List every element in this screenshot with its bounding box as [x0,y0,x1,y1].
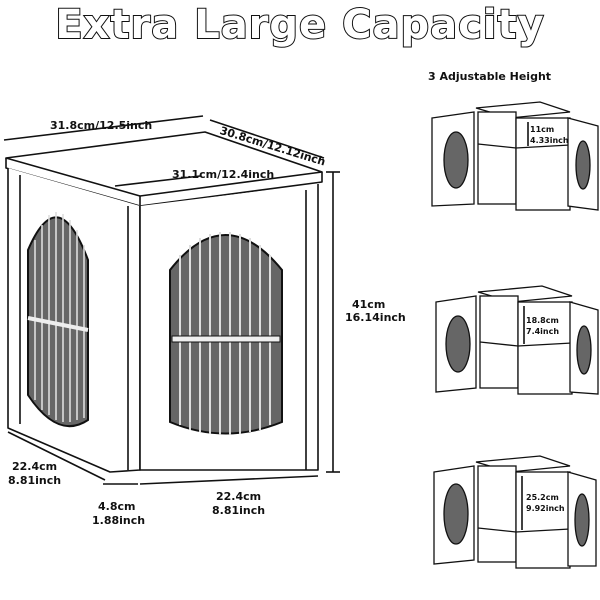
option-2-cm: 18.8cm [526,316,559,325]
height-inch-label: 16.14inch [345,311,406,324]
left-face-cm-label: 22.4cm [12,460,58,473]
right-face-inch-label: 8.81inch [212,504,266,517]
corner-inch-label: 1.88inch [92,514,146,527]
corner-cm-label: 4.8cm [98,500,136,513]
adjustable-height-title: 3 Adjustable Height [428,70,552,83]
left-face-inch-label: 8.81inch [8,474,62,487]
dimension-lines [3,115,340,485]
option-1-cm: 11cm [530,125,555,134]
option-3-inch: 9.92inch [526,504,565,513]
right-arch-window [169,232,283,435]
height-cm-label: 41cm [352,298,386,311]
option-1-inch: 4.33inch [530,136,569,145]
adjustable-option-1 [431,101,599,211]
adjustable-option-2 [435,285,599,395]
option-2-inch: 7.4inch [526,327,560,336]
left-arch-window [27,212,89,428]
page-title: Extra Large Capacity [54,1,545,49]
option-3-cm: 25.2cm [526,493,559,502]
width-top-label: 31.8cm/12.5inch [50,119,153,132]
right-face-cm-label: 22.4cm [216,490,262,503]
adjustable-option-3 [433,455,597,569]
inner-width-label: 31.1cm/12.4inch [172,168,275,181]
